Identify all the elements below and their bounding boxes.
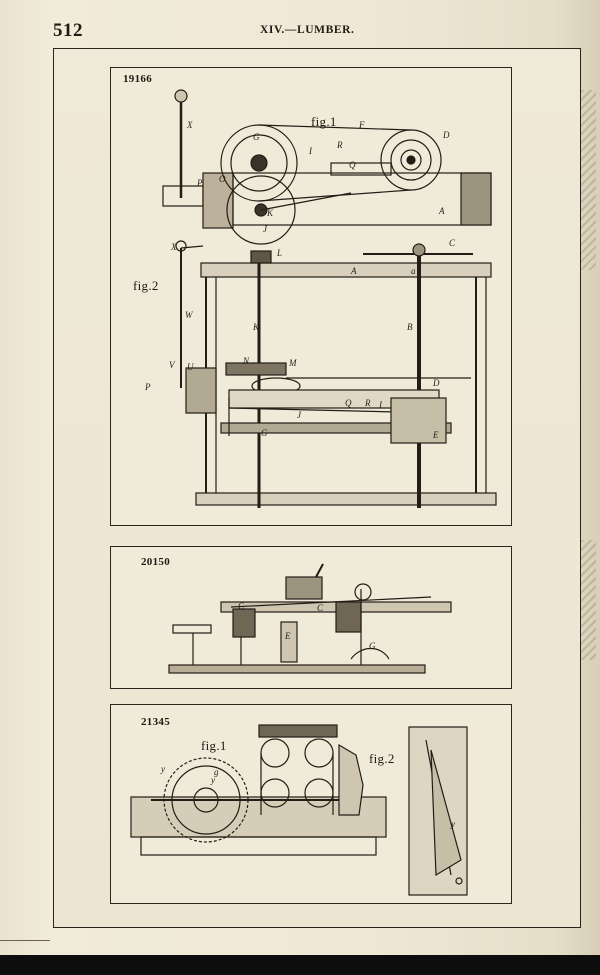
part-letter: R bbox=[364, 398, 371, 408]
part-letter: M bbox=[288, 358, 297, 368]
running-head: XIV.—LUMBER. bbox=[260, 24, 355, 36]
part-letter: D bbox=[432, 378, 440, 388]
part-letter: E bbox=[284, 631, 291, 641]
part-letter: C bbox=[238, 601, 245, 611]
part-letter: a bbox=[411, 266, 416, 276]
part-letter: F bbox=[358, 120, 365, 130]
part-letter: C bbox=[317, 603, 324, 613]
part-letter: U bbox=[187, 362, 194, 372]
part-letter: W bbox=[185, 310, 194, 320]
part-letter: G bbox=[253, 132, 260, 142]
page-edge-rule bbox=[0, 940, 50, 941]
patent-panel-20150: 20150 bbox=[110, 546, 512, 689]
patent-number: 20150 bbox=[141, 556, 170, 568]
scan-border bbox=[0, 955, 600, 975]
saw-machine-drawing: X G F D I R Q P O K J A L C a A X bbox=[144, 89, 497, 508]
part-letter: N bbox=[242, 356, 250, 366]
part-letter: y bbox=[160, 764, 165, 774]
part-letter: O bbox=[219, 174, 226, 184]
figure-label: fig.2 bbox=[369, 751, 395, 766]
part-letter: y bbox=[210, 775, 215, 785]
part-letter: L bbox=[276, 248, 282, 258]
part-letter: J bbox=[263, 224, 268, 234]
patent-number: 19166 bbox=[123, 73, 152, 85]
planer-drawing: C C E G bbox=[168, 563, 452, 674]
part-letter: R bbox=[336, 140, 343, 150]
part-letter: G bbox=[261, 428, 268, 438]
illustration-plate: 19166 fig.1 fig.2 bbox=[53, 48, 581, 928]
part-letter: Q bbox=[345, 398, 352, 408]
part-letter: J bbox=[297, 410, 302, 420]
part-letter: C bbox=[449, 238, 456, 248]
part-letter: I bbox=[378, 400, 383, 410]
patent-panel-19166: 19166 fig.1 fig.2 bbox=[110, 67, 512, 526]
saw-mill-drawing: y y g y bbox=[130, 724, 468, 896]
part-letter: A bbox=[438, 206, 445, 216]
part-letter: A bbox=[350, 266, 357, 276]
part-letter: K bbox=[252, 322, 260, 332]
part-letter: X bbox=[170, 242, 177, 252]
part-letter: E bbox=[432, 430, 439, 440]
part-letter: B bbox=[407, 322, 413, 332]
part-letter: P bbox=[144, 382, 151, 392]
part-letter: y bbox=[450, 819, 455, 829]
part-letter: K bbox=[266, 208, 274, 218]
part-letter: Q bbox=[349, 160, 356, 170]
part-letter: I bbox=[308, 146, 313, 156]
part-letter: X bbox=[186, 120, 193, 130]
page-number: 512 bbox=[53, 20, 83, 41]
patent-panel-21345: 21345 fig.1 fig.2 bbox=[110, 704, 512, 904]
figure-label: fig.1 bbox=[311, 114, 337, 129]
book-page: 512 XIV.—LUMBER. 19166 fig.1 fig.2 bbox=[0, 0, 600, 955]
part-letter: g bbox=[214, 767, 219, 777]
part-letter: V bbox=[169, 360, 176, 370]
patent-number: 21345 bbox=[141, 716, 170, 728]
part-letter: D bbox=[442, 130, 450, 140]
part-letter: P bbox=[196, 178, 203, 188]
figure-label: fig.1 bbox=[201, 738, 227, 753]
part-letter: G bbox=[369, 641, 376, 651]
figure-label: fig.2 bbox=[133, 278, 159, 293]
